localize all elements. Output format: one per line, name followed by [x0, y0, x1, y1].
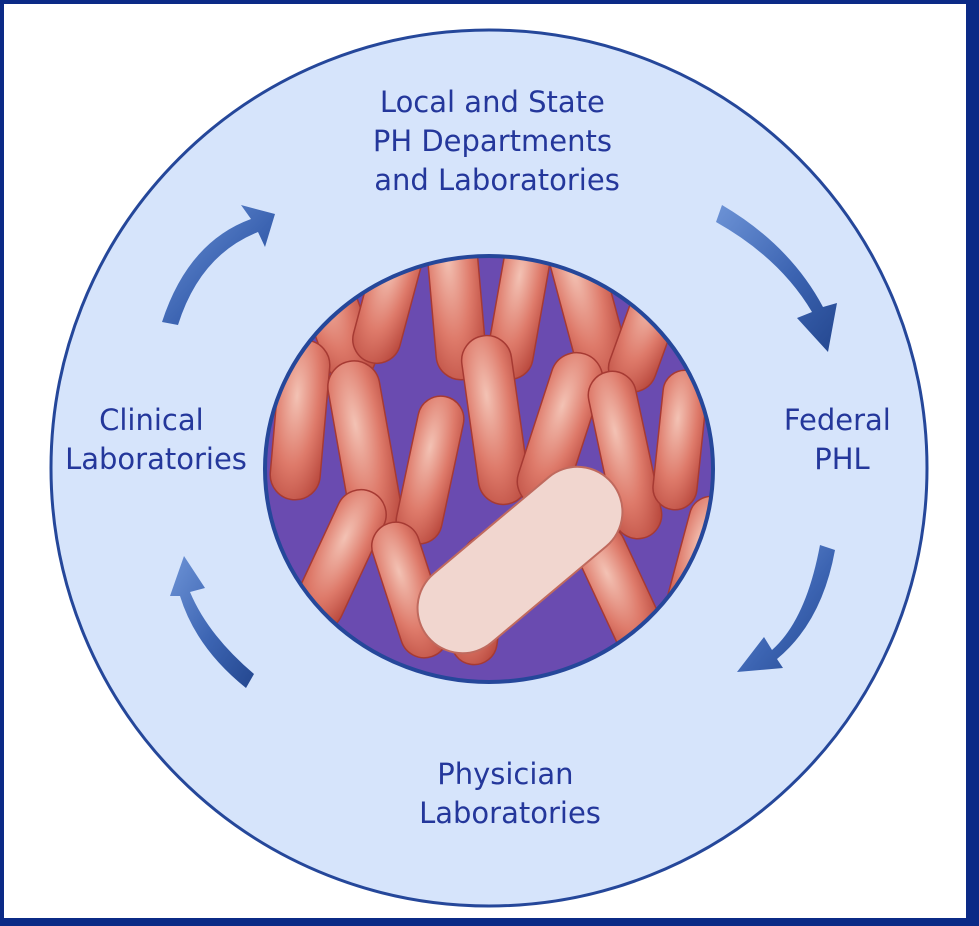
node-label-local-state: Local and State PH Departments and Labor… [373, 85, 621, 197]
